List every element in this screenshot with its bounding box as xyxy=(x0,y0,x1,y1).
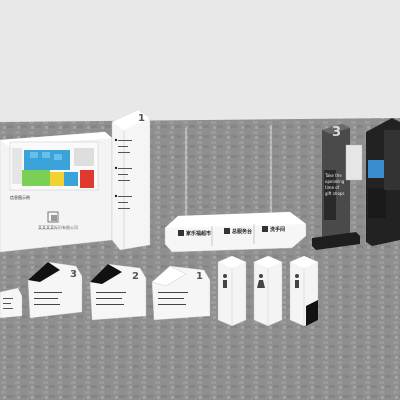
pylon-sign-grey xyxy=(312,124,363,250)
hanging-sign xyxy=(164,125,307,253)
table-sign-b xyxy=(89,263,147,321)
pylon-text-line-4: gift shops xyxy=(325,191,345,196)
cart-icon xyxy=(178,230,184,236)
map-zone-green xyxy=(22,170,50,186)
pylon-text-line-2: operating xyxy=(325,179,345,184)
mixed-icon xyxy=(295,274,299,278)
pylon-sign-dark xyxy=(366,118,400,246)
table-b-number: 2 xyxy=(132,271,139,282)
company-logo xyxy=(47,211,59,223)
map-zone-yellow xyxy=(50,172,64,186)
restroom-totem-female xyxy=(253,255,283,327)
service-icon xyxy=(224,228,230,234)
floor-map-panel xyxy=(0,131,113,253)
pylon-text-line-3: time of xyxy=(325,185,340,190)
male-icon xyxy=(223,274,227,278)
toilet-icon xyxy=(262,226,268,232)
map-zone-blue-2 xyxy=(64,172,78,186)
map-zone-red xyxy=(80,170,94,188)
restroom-totem-male xyxy=(217,255,247,327)
hanging-sign-item-1: 家乐福超市 xyxy=(186,231,212,237)
pylon-text-line-1: Take the xyxy=(325,173,342,178)
hanging-sign-item-3: 洗手间 xyxy=(270,227,286,233)
table-c-number: 1 xyxy=(196,271,203,282)
table-sign-tiny xyxy=(0,287,23,319)
pylon-number: 3 xyxy=(332,125,342,140)
table-sign-a xyxy=(27,261,83,319)
female-icon xyxy=(259,274,263,278)
hanging-sign-item-2: 总服务台 xyxy=(232,229,253,235)
table-a-number: 3 xyxy=(70,269,77,280)
table-sign-c xyxy=(151,265,211,321)
restroom-totem-mixed xyxy=(289,255,319,327)
folded-tower-sign xyxy=(111,109,151,251)
floor-map-caption: 信息图示例 xyxy=(10,195,30,200)
company-logo-text: 某某某某标识有限公司 xyxy=(38,225,78,230)
tower-number: 1 xyxy=(138,113,145,124)
